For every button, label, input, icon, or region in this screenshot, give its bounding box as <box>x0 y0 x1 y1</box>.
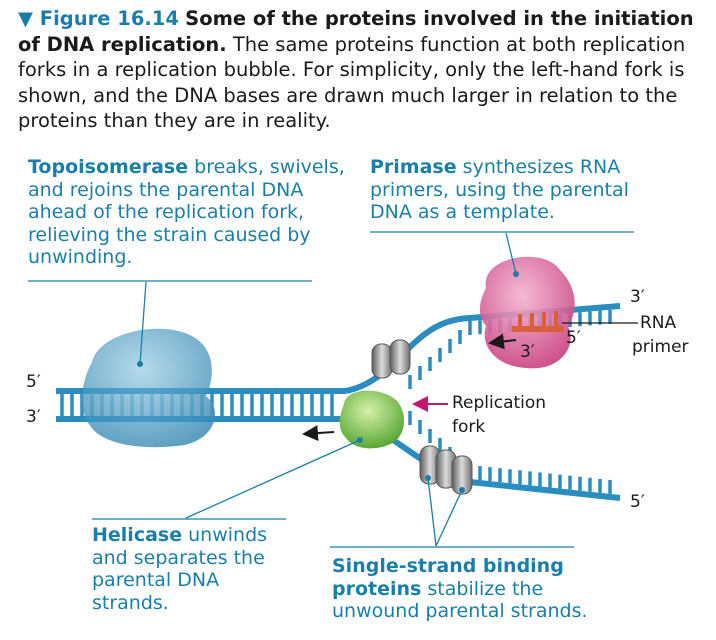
figure-label: ▼ Figure 16.14 <box>18 7 179 30</box>
figure-body: The same proteins function at both repli… <box>18 32 686 133</box>
topoisomerase-pointer <box>139 281 147 365</box>
bottom-right-5-prime-label: 5′ <box>630 492 645 512</box>
ssb-text: stabilize the unwound parental strands. <box>332 577 588 623</box>
helicase-term: Helicase <box>92 524 183 546</box>
primase-pointer <box>505 232 517 275</box>
primer-5-prime-label: 5′ <box>566 328 581 348</box>
rna-primer <box>512 311 564 332</box>
primase-text: synthesizes RNA primers, using the paren… <box>370 156 629 223</box>
helicase-callout: Helicase unwinds and separates the paren… <box>92 524 277 614</box>
topoisomerase-term: Topoisomerase <box>28 156 189 178</box>
helicase-protein <box>339 390 405 449</box>
primer-3-prime-label: 3′ <box>520 342 535 362</box>
helicase-pointer <box>185 439 361 519</box>
primase-direction-arrow <box>488 333 517 350</box>
ssb-pointer-2 <box>435 489 463 547</box>
replication-fork-label-line1: Replication <box>452 393 547 413</box>
rna-primer-label-line2: primer <box>632 337 689 357</box>
figure-title: Some of the proteins involved in the ini… <box>18 7 694 56</box>
ssb-callout: Single-strand binding proteins stabilize… <box>332 555 612 623</box>
replication-fork-label-line2: fork <box>452 417 486 437</box>
primase-callout: Primase synthesizes RNA primers, using t… <box>370 156 650 224</box>
topoisomerase-protein <box>82 328 216 448</box>
ssb-proteins <box>371 339 473 495</box>
left-3-prime-label: 3′ <box>26 407 41 427</box>
figure-caption: ▼ Figure 16.14 Some of the proteins invo… <box>18 6 708 134</box>
topoisomerase-callout: Topoisomerase breaks, swivels, and rejoi… <box>28 156 348 269</box>
helicase-direction-arrow <box>302 425 335 442</box>
top-right-3-prime-label: 3′ <box>630 287 645 307</box>
topoisomerase-text: breaks, swivels, and rejoins the parenta… <box>28 156 345 268</box>
helicase-text: unwinds and separates the parental DNA s… <box>92 524 268 614</box>
ssb-term: Single-strand binding proteins <box>332 555 564 600</box>
ssb-pointer-1 <box>427 477 437 547</box>
rna-primer-label-line1: RNA <box>640 313 677 333</box>
left-5-prime-label: 5′ <box>26 372 41 392</box>
primase-term: Primase <box>370 156 457 178</box>
